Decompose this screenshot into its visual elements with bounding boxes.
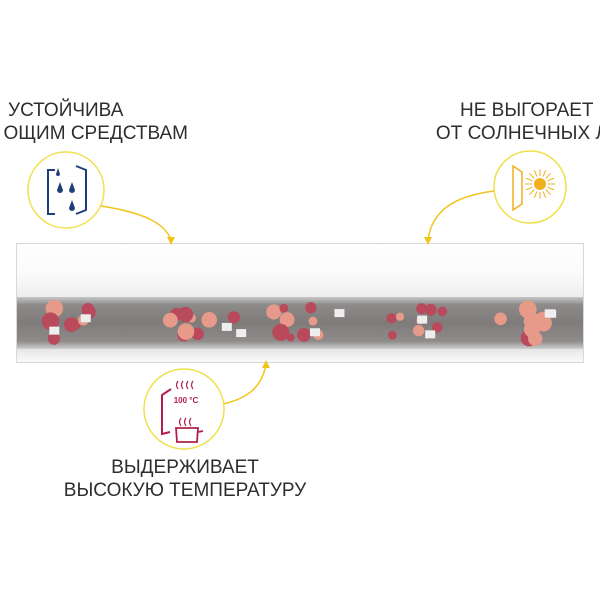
caption-line: НЕ ВЫГОРАЕТ [460, 100, 594, 121]
fruit-shape [494, 312, 507, 326]
fruit-shape [177, 323, 195, 340]
pomegranate-strip [17, 297, 583, 349]
fruit-shape [227, 311, 241, 324]
panel-bottom-band [17, 349, 583, 362]
caption-line: ВЫСОКУЮ ТЕМПЕРАТУРУ [63, 480, 307, 501]
feature-caption-heat: ВЫДЕРЖИВАЕТ ВЫСОКУЮ ТЕМПЕРАТУРУ [40, 456, 330, 502]
fruit-shape [177, 306, 194, 323]
temperature-label: 100 °C [174, 396, 199, 405]
fruit-shape [191, 327, 204, 341]
arrow-head-icon [262, 360, 270, 368]
napkin-shape [334, 309, 345, 318]
fruit-shape [387, 330, 397, 340]
fruit-shape [297, 327, 311, 342]
napkin-shape [309, 328, 320, 337]
connector-arrow [100, 205, 172, 241]
connector-arrow [427, 190, 495, 241]
napkin-shape [417, 315, 428, 324]
napkin-shape [236, 329, 247, 338]
fruit-shape [523, 312, 541, 330]
napkin-shape [49, 326, 60, 335]
caption-line: ОЩИМ СРЕДСТВАМ [3, 123, 188, 144]
caption-line: ВЫДЕРЖИВАЕТ [111, 457, 259, 478]
fruit-pattern [41, 299, 557, 347]
fruit-shape [286, 333, 295, 342]
fruit-shape [279, 312, 295, 328]
fruit-shape [201, 312, 218, 328]
feature-caption-cleaning: УСТОЙЧИВА ОЩИМ СРЕДСТВАМ [0, 99, 188, 145]
fruit-shape [63, 317, 79, 332]
caption-line: УСТОЙЧИВА [8, 100, 124, 121]
fruit-shape [412, 324, 425, 337]
fruit-shape [431, 322, 443, 333]
arrow-head-icon [167, 237, 175, 245]
napkin-shape [221, 322, 232, 331]
backsplash-panel-image [16, 243, 584, 363]
fruit-shape [47, 332, 61, 345]
fruit-shape [416, 303, 427, 315]
fruit-shape [305, 302, 317, 314]
fruit-shape [41, 312, 60, 330]
napkin-shape [546, 309, 557, 318]
arrow-head-icon [424, 237, 432, 245]
fruit-shape [424, 303, 437, 316]
fruit-shape [386, 313, 397, 324]
fruit-shape [279, 303, 289, 313]
connector-arrow [222, 364, 267, 405]
fruit-shape [162, 312, 178, 328]
napkin-shape [425, 330, 436, 339]
fruit-shape [272, 323, 290, 341]
water-drops-panel-icon [27, 151, 105, 229]
fruit-shape [527, 331, 543, 346]
fruit-shape [395, 312, 405, 321]
feature-caption-sun: НЕ ВЫГОРАЕТ ОТ СОЛНЕЧНЫХ ЛУ [410, 99, 600, 145]
fruit-shape [437, 306, 448, 317]
napkin-shape [80, 314, 91, 323]
fruit-shape [266, 304, 282, 320]
fruit-shape [308, 316, 318, 326]
hot-pot-panel-icon: 100 °C [143, 368, 225, 450]
caption-line: ОТ СОЛНЕЧНЫХ ЛУ [435, 123, 600, 144]
sun-panel-icon [493, 150, 567, 224]
